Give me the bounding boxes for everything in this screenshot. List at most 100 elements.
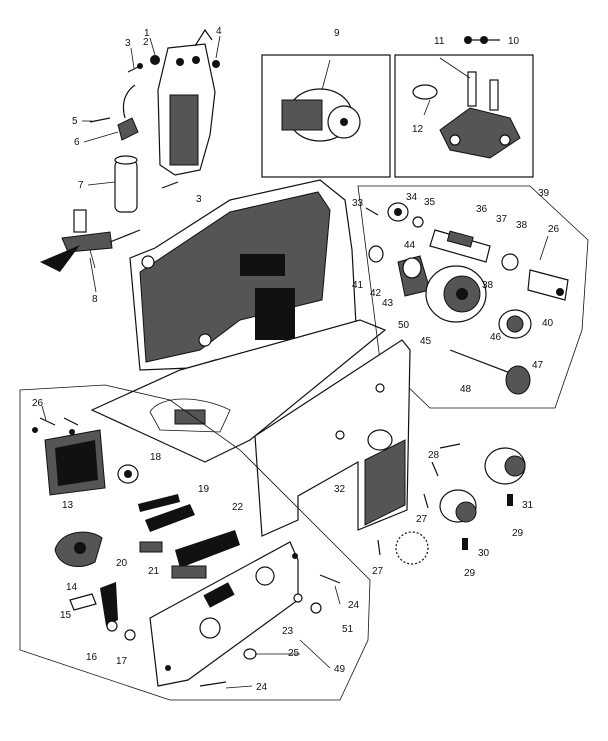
screw-2 xyxy=(150,55,160,65)
ring-37 xyxy=(501,253,519,271)
label-36: 36 xyxy=(476,204,488,215)
screw-4 xyxy=(212,60,220,68)
washer-25 xyxy=(243,648,257,660)
machine-body xyxy=(129,179,357,371)
label-50: 50 xyxy=(398,320,410,331)
motor-part xyxy=(281,59,361,142)
spring-20 xyxy=(139,541,163,553)
front-panel-32 xyxy=(254,339,411,537)
washer-35 xyxy=(412,216,424,228)
knob-46 xyxy=(498,309,532,339)
label-6: 6 xyxy=(74,137,80,148)
part-labels: 1 2 3 3 4 5 6 7 8 9 10 11 12 13 14 15 16… xyxy=(32,26,560,693)
screw-15 xyxy=(69,593,97,611)
spool-pin-7 xyxy=(114,155,138,213)
label-26a: 26 xyxy=(32,398,44,409)
bushing-34 xyxy=(387,202,409,222)
spring-29b xyxy=(462,538,468,550)
cam-42-44 xyxy=(397,255,431,297)
link-22 xyxy=(171,530,240,579)
label-38b: 38 xyxy=(482,280,494,291)
washer-17 xyxy=(124,629,136,641)
label-51: 51 xyxy=(342,624,354,635)
plate-13 xyxy=(44,429,106,496)
label-9: 9 xyxy=(334,28,340,39)
label-12: 12 xyxy=(412,124,424,135)
label-23: 23 xyxy=(282,626,294,637)
label-3a: 3 xyxy=(125,38,131,49)
label-35: 35 xyxy=(424,197,436,208)
label-8: 8 xyxy=(92,294,98,305)
label-16: 16 xyxy=(86,652,98,663)
knob-18 xyxy=(117,464,139,484)
screw-27b xyxy=(377,539,381,556)
spring-29a xyxy=(507,494,513,506)
label-45: 45 xyxy=(420,336,432,347)
screw-27a xyxy=(423,493,429,509)
nut-51 xyxy=(293,593,322,614)
label-24b: 24 xyxy=(256,682,268,693)
label-15: 15 xyxy=(60,610,72,621)
cam-14 xyxy=(54,531,103,567)
lever-21 xyxy=(145,504,195,532)
presser-foot-8 xyxy=(40,209,141,272)
label-30: 30 xyxy=(478,548,490,559)
label-3b: 3 xyxy=(196,194,202,205)
lever-16 xyxy=(100,582,118,632)
screw-24b xyxy=(199,681,227,687)
label-2: 2 xyxy=(143,37,149,48)
label-26b: 26 xyxy=(548,224,560,235)
screw-10 xyxy=(464,36,500,44)
label-27a: 27 xyxy=(416,514,428,525)
screw-5 xyxy=(89,117,111,123)
label-28: 28 xyxy=(428,450,440,461)
screw-24a xyxy=(319,574,341,584)
label-38a: 38 xyxy=(516,220,528,231)
label-7: 7 xyxy=(78,180,84,191)
shaft-36 xyxy=(429,229,491,263)
label-41: 41 xyxy=(352,280,364,291)
screw-3 xyxy=(127,63,143,73)
lamp-socket-part xyxy=(412,57,521,159)
label-5: 5 xyxy=(72,116,78,127)
label-11: 11 xyxy=(434,36,445,47)
shaft-48 xyxy=(449,349,531,395)
label-24a: 24 xyxy=(348,600,360,611)
label-17: 17 xyxy=(116,656,128,667)
screw-33 xyxy=(365,207,379,216)
label-49: 49 xyxy=(334,664,346,675)
label-18: 18 xyxy=(150,452,162,463)
label-43: 43 xyxy=(382,298,394,309)
label-27b: 27 xyxy=(372,566,384,577)
inset-box-9 xyxy=(261,54,391,178)
label-47: 47 xyxy=(532,360,544,371)
label-21: 21 xyxy=(148,566,160,577)
label-4: 4 xyxy=(216,26,222,37)
label-31: 31 xyxy=(522,500,534,511)
label-48: 48 xyxy=(460,384,472,395)
label-42: 42 xyxy=(370,288,382,299)
bottom-plate-49 xyxy=(149,541,299,687)
label-29a: 29 xyxy=(512,528,524,539)
knob-dial xyxy=(395,531,429,565)
leader-lines xyxy=(41,35,549,689)
knob-31 xyxy=(484,447,526,485)
label-29b: 29 xyxy=(464,568,476,579)
assembly-box-left xyxy=(19,384,371,701)
thread-guide-6 xyxy=(117,84,139,141)
bed-plate xyxy=(90,319,387,463)
label-13: 13 xyxy=(62,500,74,511)
label-19: 19 xyxy=(198,484,210,495)
screws-26-left xyxy=(32,417,79,435)
label-33: 33 xyxy=(352,198,364,209)
gear-45 xyxy=(425,265,487,323)
label-25: 25 xyxy=(288,648,300,659)
screw-3b xyxy=(161,181,179,189)
knob-30 xyxy=(439,489,477,523)
label-1: 1 xyxy=(144,28,150,39)
label-22: 22 xyxy=(232,502,244,513)
screw-28 xyxy=(431,443,461,477)
part-40 xyxy=(527,269,569,301)
